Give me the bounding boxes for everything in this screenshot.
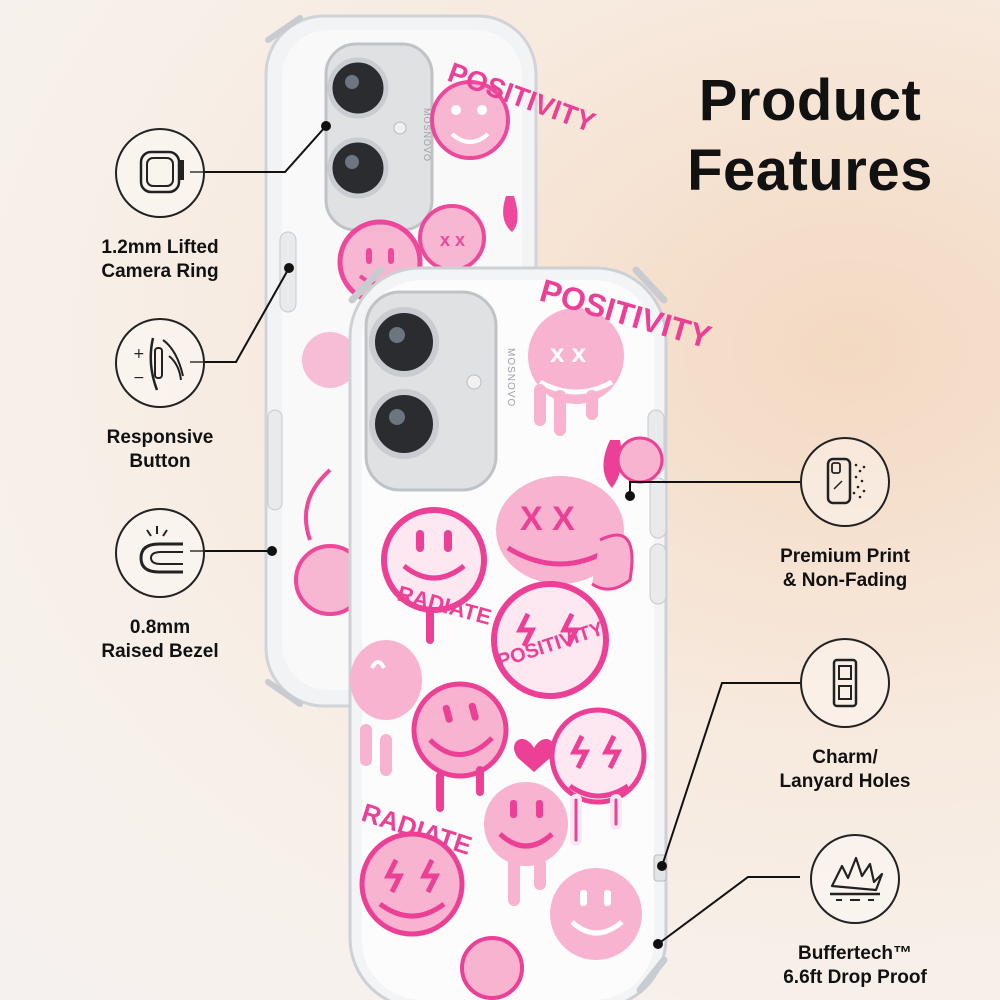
drop-proof-label-line1: Buffertech™	[797, 943, 912, 964]
feature-premium-print: Premium Print & Non-Fading	[745, 437, 945, 593]
front-phone-case: MOSNOVO x x X X RADIATE	[348, 266, 715, 1000]
responsive-button-label-line1: Responsive	[106, 427, 214, 448]
feature-responsive-button: + − Responsive Button	[60, 318, 260, 474]
responsive-button-icon: + −	[115, 318, 205, 408]
front-phone-brand-text: MOSNOVO	[505, 348, 516, 407]
raised-bezel-label-line1: 0.8mm	[129, 617, 191, 638]
camera-ring-icon	[115, 128, 205, 218]
feature-drop-proof: Buffertech™ 6.6ft Drop Proof	[745, 834, 965, 990]
lanyard-hole-icon	[800, 638, 890, 728]
title-line-1: Product	[698, 68, 922, 133]
raised-bezel-label-line2: Raised Bezel	[101, 641, 219, 662]
back-phone-brand-text: MOSNOVO	[422, 108, 432, 162]
svg-text:+: +	[133, 346, 145, 362]
drop-proof-label-line2: 6.6ft Drop Proof	[783, 967, 927, 988]
svg-text:x x: x x	[440, 230, 465, 250]
raised-bezel-icon	[115, 508, 205, 598]
svg-text:X X: X X	[520, 500, 575, 538]
callout-lines	[190, 121, 800, 949]
premium-print-label-line2: & Non-Fading	[782, 570, 908, 591]
charm-holes-label-line2: Lanyard Holes	[779, 771, 911, 792]
premium-print-label-line1: Premium Print	[780, 546, 910, 567]
title-line-2: Features	[687, 138, 933, 203]
camera-ring-label-line1: 1.2mm Lifted	[101, 237, 219, 258]
svg-text:−: −	[133, 370, 145, 386]
premium-print-icon	[800, 437, 890, 527]
svg-text:x x: x x	[550, 338, 587, 368]
page-title: Product Features	[640, 66, 980, 206]
feature-charm-holes: Charm/ Lanyard Holes	[745, 638, 945, 794]
charm-holes-label-line1: Charm/	[812, 747, 878, 768]
camera-ring-label-line2: Camera Ring	[101, 261, 219, 282]
front-phone-volume-up-button	[649, 477, 667, 539]
shock-absorb-icon	[810, 834, 900, 924]
feature-camera-ring: 1.2mm Lifted Camera Ring	[60, 128, 260, 284]
back-phone-side-button	[267, 409, 283, 511]
responsive-button-label-line2: Button	[129, 451, 191, 472]
front-phone-volume-down-button	[649, 543, 667, 605]
feature-raised-bezel: 0.8mm Raised Bezel	[60, 508, 260, 664]
